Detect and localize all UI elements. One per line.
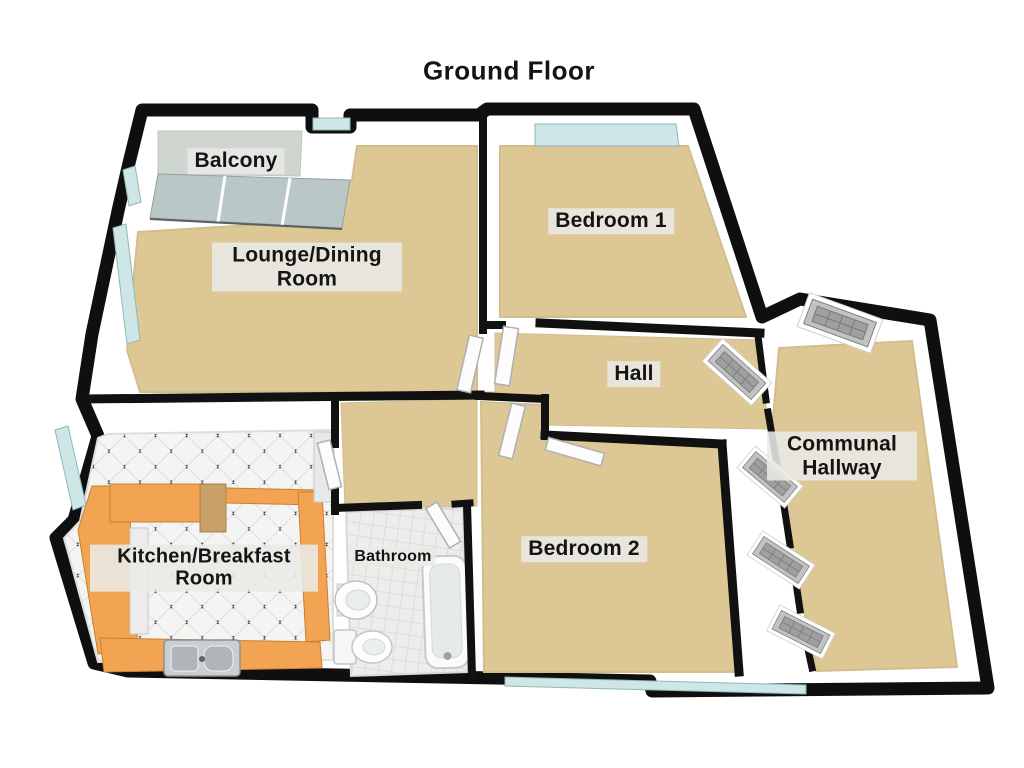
room-label-bedroom-2: Bedroom 2 xyxy=(521,536,647,562)
window-bedroom1-top xyxy=(534,123,680,147)
kitchen-sink xyxy=(163,639,241,677)
room-label-balcony: Balcony xyxy=(187,148,285,174)
bathtub xyxy=(421,554,471,670)
window-bedroom2-bottom xyxy=(504,676,807,695)
balcony-sliding-glass-door xyxy=(149,173,351,230)
room-label-kitchen-breakfast: Kitchen/Breakfast Room xyxy=(90,544,318,592)
room-label-bedroom-1: Bedroom 1 xyxy=(548,208,674,234)
room-label-communal-hallway: Communal Hallway xyxy=(767,431,917,481)
toilet xyxy=(333,629,393,665)
room-label-bathroom: Bathroom xyxy=(350,548,436,566)
door-bathroom xyxy=(424,500,462,550)
door-lounge xyxy=(455,334,485,394)
window-lounge-top xyxy=(312,117,351,131)
window-balcony-left xyxy=(122,165,142,207)
door-bedroom1 xyxy=(493,325,520,387)
partition-walls xyxy=(79,109,817,681)
window-lounge-left xyxy=(112,223,141,345)
door-kitchen xyxy=(316,439,343,491)
door-bedroom2-b xyxy=(544,436,606,467)
hall-corridor-floor xyxy=(340,398,478,510)
washbasin xyxy=(334,580,378,620)
interior-doors xyxy=(316,325,606,550)
kitchen-counter-top xyxy=(109,483,213,523)
kitchen-wall-cabinet xyxy=(199,483,227,533)
window-kitchen-left xyxy=(54,425,87,511)
room-label-hall: Hall xyxy=(607,361,661,387)
door-bedroom2-a xyxy=(497,402,527,460)
room-label-lounge-dining: Lounge/Dining Room xyxy=(212,242,402,292)
page-title: Ground Floor xyxy=(422,55,596,86)
